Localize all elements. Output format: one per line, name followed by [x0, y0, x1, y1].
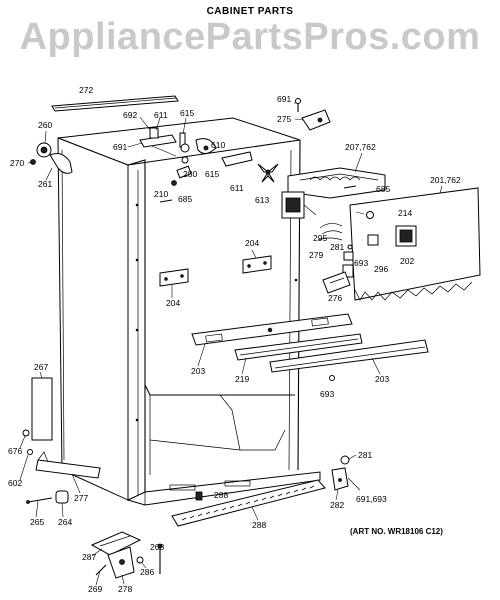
label-282: 282 [330, 500, 344, 510]
label-280: 280 [183, 169, 197, 179]
label-613: 613 [255, 195, 269, 205]
label-296: 296 [374, 264, 388, 274]
label-204-right: 204 [245, 238, 259, 248]
label-264: 264 [58, 517, 72, 527]
label-270: 270 [10, 158, 24, 168]
leader-lines [19, 102, 443, 586]
cabinet-body [57, 117, 321, 506]
label-288-grille: 288 [252, 520, 266, 530]
lower-right-parts [331, 455, 361, 491]
label-265: 265 [30, 517, 44, 527]
label-685-right: 685 [376, 184, 390, 194]
part-labels: 272 260 270 261 692 611 615 691 610 615 … [8, 85, 461, 594]
bottom-grille-part-288 [171, 479, 326, 527]
label-260: 260 [38, 120, 52, 130]
label-267: 267 [34, 362, 48, 372]
label-611-top: 611 [154, 110, 168, 120]
hinge-assembly [30, 142, 73, 174]
label-691-right: 691 [277, 94, 291, 104]
bracket-part-275 [295, 98, 331, 131]
label-693-mid: 693 [320, 389, 334, 399]
control-panel-part-201 [317, 187, 481, 301]
label-275: 275 [277, 114, 291, 124]
label-279: 279 [309, 250, 323, 260]
fan-and-evaporator-housing [257, 163, 386, 219]
label-210: 210 [154, 189, 168, 199]
label-611-mid: 611 [230, 183, 244, 193]
art-number: (ART NO. WR18106 C12) [350, 527, 443, 536]
small-fasteners [159, 180, 357, 381]
diagram-title: CABINET PARTS [206, 6, 294, 17]
leveling-parts [90, 531, 163, 579]
mullion-channels [191, 313, 429, 373]
label-219: 219 [235, 374, 249, 384]
label-277: 277 [74, 493, 88, 503]
label-203-left: 203 [191, 366, 205, 376]
label-281-bottom: 281 [358, 450, 372, 460]
top-control-parts [139, 116, 253, 179]
label-202: 202 [400, 256, 414, 266]
label-281-top: 281 [330, 242, 344, 252]
label-676: 676 [8, 446, 22, 456]
watermark: AppliancePartsPros.com [19, 16, 481, 58]
label-615-mid: 615 [205, 169, 219, 179]
label-602: 602 [8, 478, 22, 488]
label-610: 610 [211, 140, 225, 150]
label-261: 261 [38, 179, 52, 189]
label-691-top: 691 [113, 142, 127, 152]
label-272: 272 [79, 85, 93, 95]
label-214: 214 [398, 208, 412, 218]
label-615-top: 615 [180, 108, 194, 118]
label-692: 692 [123, 110, 137, 120]
label-685-left: 685 [178, 194, 192, 204]
label-276: 276 [328, 293, 342, 303]
label-286: 286 [140, 567, 154, 577]
label-287: 287 [82, 552, 96, 562]
cold-control-part-276 [322, 271, 351, 294]
label-269: 269 [88, 584, 102, 594]
label-204-left: 204 [166, 298, 180, 308]
label-278: 278 [118, 584, 132, 594]
label-268: 268 [150, 542, 164, 552]
label-203-right: 203 [375, 374, 389, 384]
shelf-brackets-part-204 [159, 255, 272, 287]
label-201-762: 201,762 [430, 175, 461, 185]
label-691-693: 691,693 [356, 494, 387, 504]
label-693-top: 693 [354, 258, 368, 268]
top-trim-part-272 [51, 95, 179, 112]
label-288-small: 288 [214, 490, 228, 500]
lower-left-parts [22, 377, 101, 504]
label-295: 295 [313, 233, 327, 243]
label-207-762: 207,762 [345, 142, 376, 152]
